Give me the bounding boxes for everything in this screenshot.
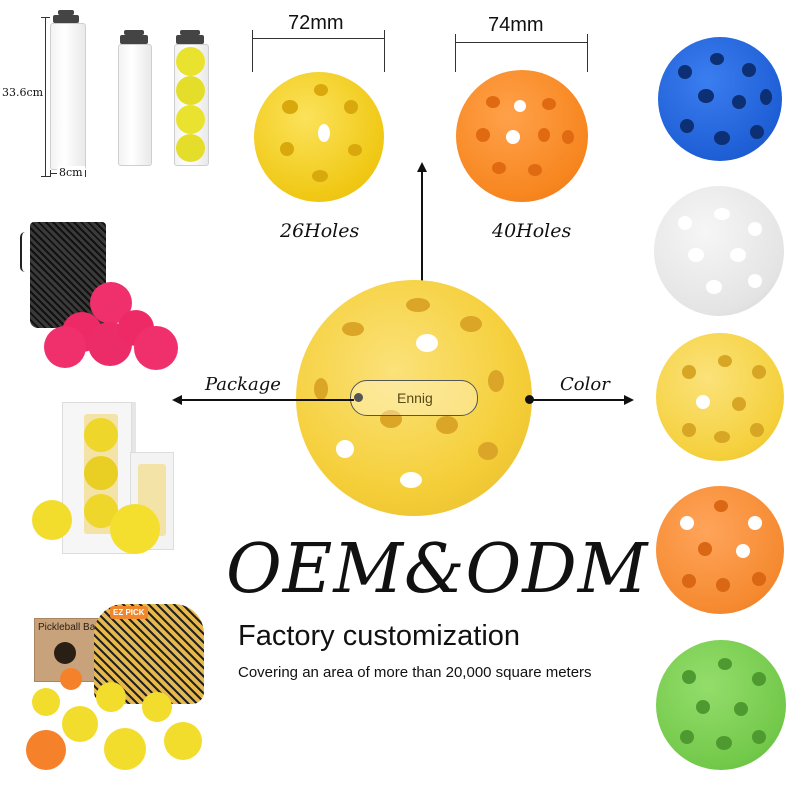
- left-arrow: [182, 399, 354, 401]
- right-arrow: [530, 399, 624, 401]
- subheadline: Factory customization: [238, 620, 521, 652]
- tube-width-label: 8cm: [57, 166, 85, 179]
- brand-badge-dot: [354, 393, 363, 402]
- pink-ball: [44, 326, 86, 368]
- brand-badge: Ennig: [350, 380, 478, 416]
- right-arrow-head: [624, 395, 634, 405]
- large-ball: [456, 70, 588, 202]
- brand-label: Ennig: [397, 390, 433, 406]
- small-ball-size-label: 72mm: [288, 12, 344, 34]
- large-ball-size-label: 74mm: [488, 14, 544, 36]
- left-arrow-head: [172, 395, 182, 405]
- ez-pick-badge: EZ PICK: [110, 606, 148, 619]
- drawstring: [20, 232, 30, 272]
- box-icon-ball: [54, 642, 76, 664]
- up-arrow-head: [417, 162, 427, 172]
- headline: OEM&ODM: [226, 530, 649, 609]
- yellow-ball: [656, 333, 784, 461]
- tube-height-label: 33.6cm: [2, 86, 44, 99]
- green-ball: [656, 640, 786, 770]
- tagline: Covering an area of more than 20,000 squ…: [238, 664, 592, 681]
- large-ball-holes-label: 40Holes: [492, 220, 572, 242]
- small-ball-holes-label: 26Holes: [280, 220, 360, 242]
- cardboard-box-label: Pickleball Balls: [38, 622, 105, 633]
- blue-ball: [658, 37, 782, 161]
- white-ball: [654, 186, 784, 316]
- color-label: Color: [560, 374, 610, 395]
- small-ball: [254, 72, 384, 202]
- center-ball: [296, 280, 532, 516]
- loose-yellow-ball: [110, 504, 160, 554]
- right-arrow-dot: [525, 395, 534, 404]
- loose-yellow-ball: [32, 500, 72, 540]
- up-arrow: [421, 172, 423, 340]
- orange-ball: [656, 486, 784, 614]
- package-label: Package: [205, 374, 281, 395]
- pink-ball: [134, 326, 178, 370]
